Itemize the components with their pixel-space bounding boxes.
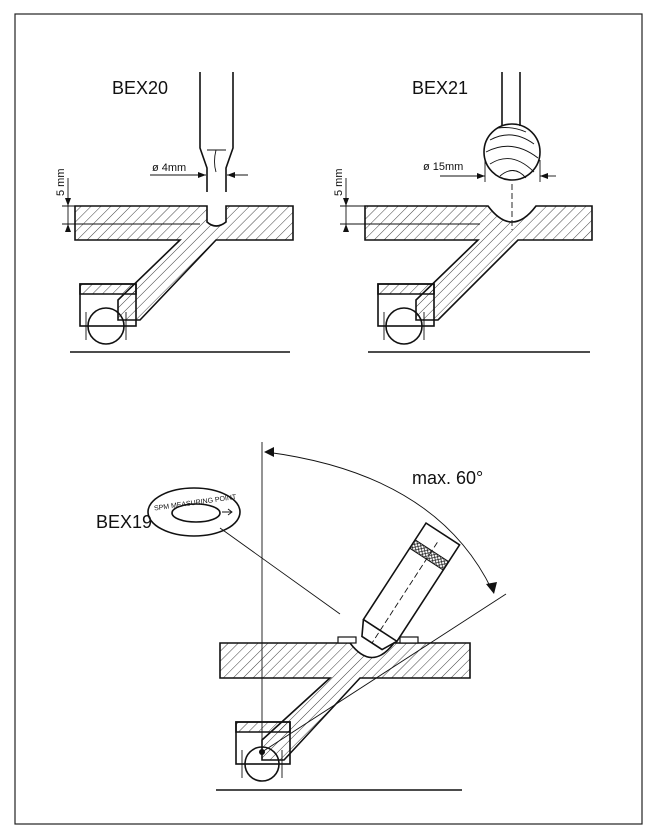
label-angle: max. 60°	[412, 468, 483, 488]
dim-dia-15mm: ø 15mm	[423, 161, 463, 173]
measuring-point-disc: SPM MEASURING POINT	[147, 487, 241, 537]
page-border	[14, 13, 643, 825]
transducer	[361, 521, 461, 651]
panel-bex20: BEX20 ø 4mm 5 mm	[55, 72, 294, 353]
dim-5mm-left: 5 mm	[55, 169, 67, 197]
panel-bex19: max. 60° BEX19 SPM MEASURING POINT	[96, 442, 507, 791]
dim-5mm-right: 5 mm	[333, 169, 345, 197]
label-bex21: BEX21	[412, 78, 468, 98]
label-bex19: BEX19	[96, 512, 152, 532]
dim-dia-4mm: ø 4mm	[152, 162, 186, 174]
panel-bex21: BEX21 ø 15mm 5 mm	[333, 72, 593, 353]
disc-label: SPM MEASURING POINT	[154, 494, 238, 513]
label-bex20: BEX20	[112, 78, 168, 98]
